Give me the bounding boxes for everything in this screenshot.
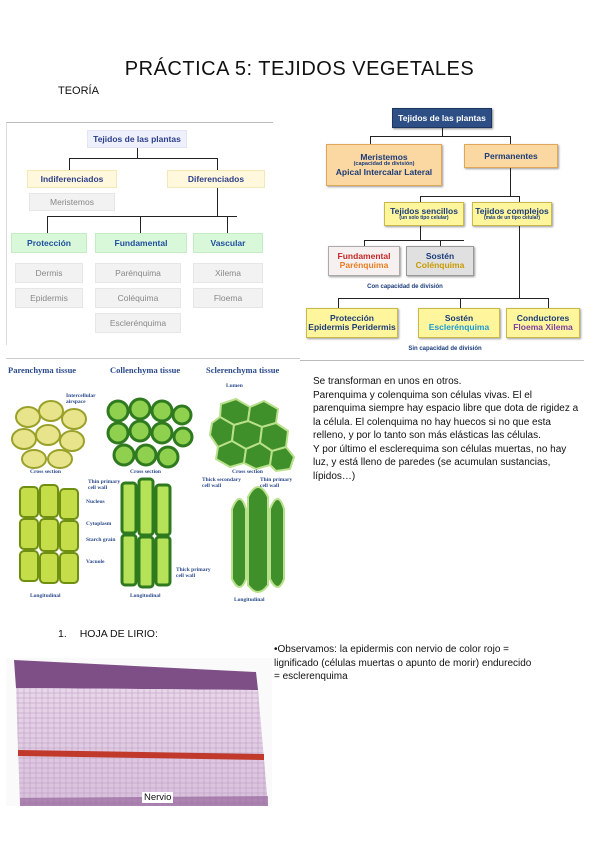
observation-text: •Observamos: la epidermis con nervio de … [274, 644, 532, 682]
label-nucleus: Nucleus [86, 499, 105, 505]
label-thick-secondary: Thick secondary cell wall [202, 477, 241, 489]
diagram2-colenquima: Colénquima [415, 260, 465, 270]
diagram1-indiferenciados: Indiferenciados [27, 170, 117, 188]
diagram1-esclerenquima: Esclerénquima [95, 313, 181, 333]
collenchyma-cross-section [106, 397, 194, 469]
label-cross-3: Cross section [232, 469, 263, 475]
cells-drawing [11, 397, 296, 593]
label-cross-1: Cross section [30, 469, 61, 475]
label-starch: Starch grain [86, 537, 116, 543]
explanation-text: Se transforman en unos en otros. Parenqu… [313, 375, 583, 483]
label-long-1: Longitudinal [30, 593, 61, 599]
page-subtitle: TEORÍA [58, 85, 99, 97]
diagram1-dermis: Dermis [15, 263, 83, 283]
label-lumen: Lumen [226, 383, 243, 389]
label-cytoplasm: Cytoplasm [86, 521, 112, 527]
label-intercellular: Intercellular airspace [66, 393, 96, 405]
diagram1-meristemos: Meristemos [29, 193, 115, 211]
diagram2-conductores-label: Conductores [516, 313, 570, 324]
parenchyma-longitudinal [19, 484, 79, 584]
sclerenchyma-title: Sclerenchyma tissue [206, 365, 280, 375]
diagram2-sin-capacidad: Sin capacidad de división [408, 346, 482, 352]
label-cross-2: Cross section [130, 469, 161, 475]
diagram2-parenquima: Parénquima [339, 260, 389, 270]
nervio-label: Nervio [142, 792, 174, 803]
diagram2-permanentes: Permanentes [464, 144, 558, 168]
section-title: HOJA DE LIRIO: [79, 628, 158, 640]
page-title: PRÁCTICA 5: TEJIDOS VEGETALES [124, 58, 475, 80]
explanation-line-2: Parenquima y colenquima son células viva… [313, 389, 579, 442]
diagram2-meristemos-types: Apical Intercalar Lateral [335, 166, 433, 177]
diagram2-sencillos: Tejidos sencillos (un solo tipo celular) [384, 202, 464, 226]
diagram2-sosten: Sostén Colénquima [406, 246, 474, 276]
diagram1-epidermis: Epidermis [15, 288, 83, 308]
label-thin-primary: Thin primary cell wall [88, 479, 121, 491]
diagram1-diferenciados: Diferenciados [167, 170, 265, 188]
diagram2-proteccion-label: Protección [330, 313, 374, 324]
diagram2-fundamental: Fundamental Parénquima [328, 246, 400, 276]
diagram2-conductores-types: Floema Xilema [513, 322, 573, 332]
label-long-3: Longitudinal [234, 597, 265, 603]
explanation-line-1: Se transforman en unos en otros. [313, 376, 462, 387]
lily-leaf-micrograph: Nervio [6, 658, 272, 806]
diagram2-proteccion-types: Epidermis Peridermis [308, 322, 396, 332]
diagram2-sosten2: Sostén Esclerénquima [418, 308, 500, 338]
diagram2-fundamental-label: Fundamental [337, 251, 391, 262]
diagram2-sosten-label: Sostén [425, 251, 455, 262]
diagram2-proteccion: Protección Epidermis Peridermis [306, 308, 398, 338]
diagram1-proteccion: Protección [11, 233, 87, 253]
diagram1-parenquima: Parénquima [95, 263, 181, 283]
diagram2-meristemos: Meristemos (capacidad de división) Apica… [326, 144, 442, 186]
diagram2-sencillos-sub: (un solo tipo celular) [399, 214, 449, 221]
section-heading: 1. HOJA DE LIRIO: [58, 628, 158, 640]
explanation-line-3: Y por último el esclerequima son células… [313, 443, 567, 482]
diagram1-floema: Floema [193, 288, 263, 308]
diagram2-sencillos-label: Tejidos sencillos [390, 205, 458, 216]
label-thick-primary: Thick primary cell wall [176, 567, 211, 579]
diagram2-conductores: Conductores Floema Xilema [506, 308, 580, 338]
diagram2-sosten2-label: Sostén [444, 313, 474, 324]
parenchyma-cross-section [11, 400, 87, 469]
diagram1-colenquima: Coléquima [95, 288, 181, 308]
diagram2-esclerenquima: Esclerénquima [428, 322, 490, 332]
diagram1-vascular: Vascular [193, 233, 263, 253]
diagram2-meristemos-label: Meristemos [360, 152, 408, 163]
diagram1-root: Tejidos de las plantas [87, 130, 187, 148]
label-vacuole: Vacuole [86, 559, 105, 565]
sclerenchyma-cross-section [208, 397, 296, 473]
diagram2-complejos-sub: (más de un tipo celular) [483, 214, 541, 221]
cell-tissue-illustration: Parenchyma tissue Collenchyma tissue Scl… [6, 358, 300, 605]
collenchyma-title: Collenchyma tissue [110, 365, 181, 375]
label-long-2: Longitudinal [130, 593, 161, 599]
section-number: 1. [58, 628, 67, 640]
diagram2-con-capacidad: Con capacidad de división [367, 284, 443, 290]
collenchyma-longitudinal [120, 477, 172, 589]
parenchyma-title: Parenchyma tissue [8, 365, 77, 375]
tissue-diagram-simple: Tejidos de las plantas Indiferenciados D… [6, 122, 273, 345]
diagram1-fundamental: Fundamental [95, 233, 187, 253]
diagram2-complejos: Tejidos complejos (más de un tipo celula… [472, 202, 552, 226]
diagram2-meristemos-sub: (capacidad de división) [353, 161, 415, 168]
tissue-diagram-detailed: Tejidos de las plantas Meristemos (capac… [300, 104, 584, 361]
diagram2-complejos-label: Tejidos complejos [475, 205, 549, 216]
label-thin-primary-2: Thin primary cell wall [260, 477, 293, 489]
diagram2-root: Tejidos de las plantas [392, 108, 492, 128]
diagram1-xilema: Xilema [193, 263, 263, 283]
sclerenchyma-longitudinal [231, 486, 285, 593]
